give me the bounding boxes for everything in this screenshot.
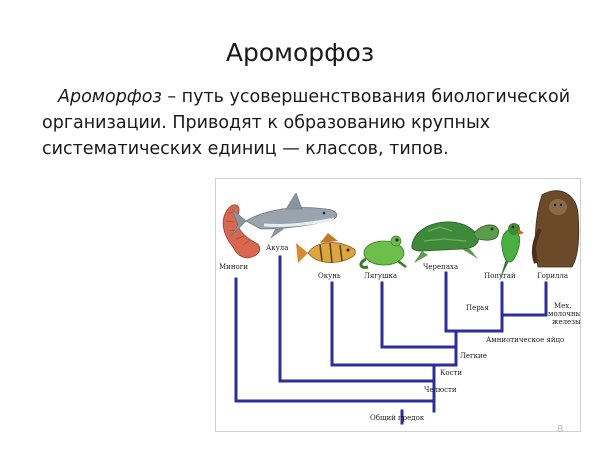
label-parrot: Попугай <box>484 272 516 280</box>
turtle-illustration <box>411 221 499 263</box>
cladogram-branches <box>234 255 548 425</box>
definition-line-1: – путь усовершенствования биологической <box>161 87 571 107</box>
label-gorilla: Горилла <box>537 272 568 280</box>
label-hair-2: молочные <box>548 310 580 318</box>
label-turtle: Черепаха <box>423 263 458 271</box>
label-bones: Кости <box>440 369 462 377</box>
definition-line-3: систематических единиц — классов, типов. <box>42 139 449 159</box>
definition-line-2: организации. Приводят к образованию круп… <box>42 113 491 133</box>
label-worm: Миноги <box>219 263 248 271</box>
label-frog: Лягушка <box>364 272 397 280</box>
slide-title: Ароморфоз <box>225 38 375 67</box>
gorilla-illustration <box>531 190 580 268</box>
label-perch: Окунь <box>318 272 341 280</box>
branch-parrot <box>500 281 548 317</box>
label-ancestor: Общий предок <box>370 414 425 422</box>
branch-shark <box>278 255 436 383</box>
branch-turtle <box>444 271 504 333</box>
label-shark: Акула <box>266 244 288 252</box>
label-feathers: Перья <box>466 304 490 312</box>
branch-worm <box>234 277 436 403</box>
definition-text: Ароморфоз – путь усовершенствования биол… <box>42 84 582 162</box>
label-amniotic: Амниотическое яйцо <box>486 336 564 344</box>
cladogram-svg: Миноги Акула Окунь Лягушка Черепаха Попу… <box>219 190 580 425</box>
label-lungs: Легкие <box>460 352 487 360</box>
frog-illustration <box>359 235 407 269</box>
parrot-illustration <box>500 223 524 279</box>
label-hair-1: Мех, <box>554 302 571 310</box>
perch-illustration <box>296 233 356 264</box>
slide-number: 8 <box>557 424 564 435</box>
branch-perch <box>330 281 458 367</box>
worm-illustration <box>222 204 261 259</box>
definition-term: Ароморфоз <box>58 87 162 107</box>
label-jaws: Челюсти <box>424 386 457 394</box>
branch-frog <box>380 281 458 349</box>
shark-illustration <box>229 192 338 239</box>
label-hair-3: железы <box>552 318 580 326</box>
cladogram-figure: Миноги Акула Окунь Лягушка Черепаха Попу… <box>215 178 581 432</box>
